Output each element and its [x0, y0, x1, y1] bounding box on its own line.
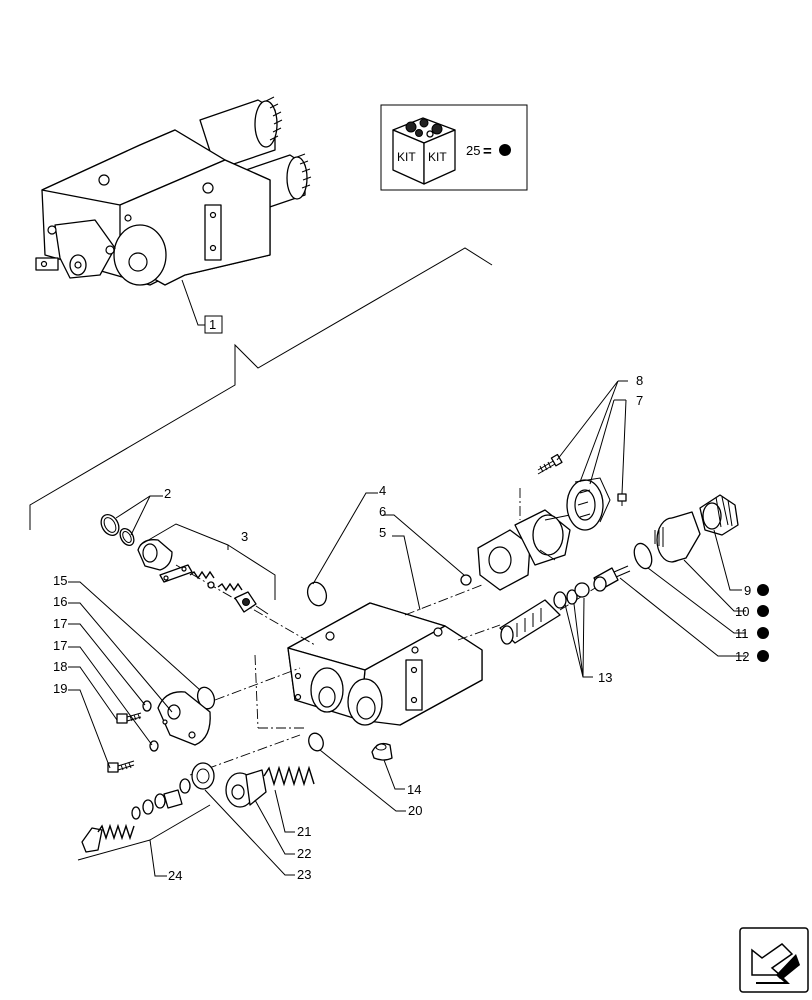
label-24: 24 — [168, 868, 182, 883]
label-8: 8 — [636, 373, 643, 388]
navigation-arrow-button[interactable] — [739, 927, 809, 993]
item-23-plug — [191, 762, 215, 790]
label-17-upper: 17 — [53, 616, 67, 631]
kit-box-icon: KIT KIT — [392, 117, 456, 185]
item-24-relief-valve-kit — [81, 789, 183, 853]
kit-bullet-icon — [757, 650, 769, 662]
item-10-knob-body — [654, 511, 701, 563]
label-22: 22 — [297, 846, 311, 861]
kit-bullet-icon — [499, 144, 511, 156]
item-13-spool-parts — [499, 582, 590, 645]
label-12: 12 — [735, 649, 749, 664]
label-14: 14 — [407, 782, 421, 797]
item-18-screw — [116, 712, 142, 724]
valve-assembly-overview — [35, 96, 312, 286]
label-21: 21 — [297, 824, 311, 839]
label-2: 2 — [164, 486, 171, 501]
label-18: 18 — [53, 659, 67, 674]
item-7-housing — [477, 509, 571, 591]
part-labels: 2 3 4 6 5 8 7 9 10 11 12 13 14 15 16 17 … — [53, 373, 769, 883]
item-6-ball — [460, 574, 472, 586]
assembly-label-box — [204, 315, 223, 334]
item-17-washer-upper — [142, 700, 152, 712]
kit-bullet-icon — [757, 605, 769, 617]
label-20: 20 — [408, 803, 422, 818]
item-11-o-ring — [633, 542, 653, 570]
item-22-plug — [225, 769, 267, 808]
item-8-small-screw — [617, 493, 627, 506]
item-16-end-cap — [157, 691, 211, 746]
item-20-o-ring — [308, 732, 324, 752]
item-8-screw — [537, 453, 563, 475]
item-4-o-ring — [306, 581, 328, 607]
label-10: 10 — [735, 604, 749, 619]
label-16: 16 — [53, 594, 67, 609]
kit-legend: KIT KIT 25 = — [380, 104, 528, 191]
item-14-plug — [371, 742, 393, 761]
label-13: 13 — [598, 670, 612, 685]
kit-bullet-icon — [757, 584, 769, 596]
item-7-cap — [566, 477, 611, 531]
item-17-washer-lower — [149, 740, 159, 752]
kit-bullet-icon — [757, 627, 769, 639]
label-11: 11 — [735, 626, 749, 641]
exploded-view-separator — [29, 247, 493, 530]
kit-equals: = — [483, 143, 492, 160]
label-7: 7 — [636, 393, 643, 408]
item-23-ring-a — [179, 778, 191, 794]
item-9-knob-cap — [699, 494, 739, 536]
kit-label-right: KIT — [428, 150, 447, 164]
kit-number: 25 — [466, 143, 480, 158]
item-21-spring — [263, 765, 315, 787]
label-3: 3 — [241, 529, 248, 544]
item-2-o-rings — [100, 514, 135, 547]
label-5: 5 — [379, 525, 386, 540]
item-3-lever-kit — [137, 539, 269, 615]
label-17-lower: 17 — [53, 638, 67, 653]
label-4: 4 — [379, 483, 386, 498]
leader-lines — [68, 380, 746, 877]
kit-label-left: KIT — [397, 150, 416, 164]
label-19: 19 — [53, 681, 67, 696]
item-12-poppet — [593, 565, 631, 592]
label-23: 23 — [297, 867, 311, 882]
item-19-screw — [107, 760, 135, 773]
assembly-label: 1 — [209, 317, 216, 332]
navigation-arrow-icon — [751, 943, 800, 984]
label-6: 6 — [379, 504, 386, 519]
label-9: 9 — [744, 583, 751, 598]
item-15-o-ring — [196, 686, 216, 710]
valve-section-body — [287, 602, 483, 726]
label-15: 15 — [53, 573, 67, 588]
